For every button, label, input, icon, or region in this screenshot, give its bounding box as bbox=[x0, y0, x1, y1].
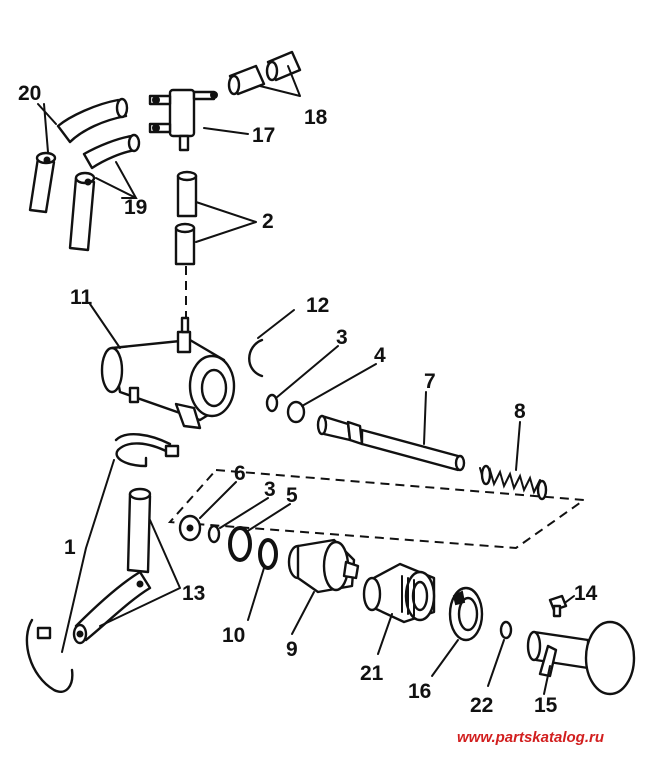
callout-17: 17 bbox=[252, 124, 275, 147]
callout-1: 1 bbox=[64, 536, 76, 559]
part-5-o-ring bbox=[228, 526, 252, 562]
callout-16: 16 bbox=[408, 680, 431, 703]
callout-18: 18 bbox=[304, 106, 328, 129]
callout-10: 10 bbox=[222, 624, 245, 647]
part-13-hoses bbox=[72, 487, 152, 645]
part-16-ring-nut bbox=[448, 586, 484, 642]
assembly-outline bbox=[167, 468, 587, 550]
watermark-text: www.partskatalog.ru bbox=[457, 729, 604, 746]
callout-8: 8 bbox=[514, 400, 526, 423]
callout-21: 21 bbox=[360, 662, 384, 685]
callout-4: 4 bbox=[374, 344, 386, 367]
part-18-hose-pieces bbox=[227, 50, 302, 96]
callout-3-upper: 3 bbox=[336, 326, 348, 349]
part-14-screw bbox=[548, 594, 568, 618]
callout-20: 20 bbox=[18, 82, 41, 105]
callout-6: 6 bbox=[234, 462, 246, 485]
part-3-o-ring-lower bbox=[207, 524, 221, 544]
part-8-spring bbox=[479, 464, 548, 501]
callout-19: 19 bbox=[124, 196, 147, 219]
part-22-o-ring bbox=[499, 620, 513, 640]
leader-lines bbox=[37, 65, 575, 695]
callout-13: 13 bbox=[182, 582, 205, 605]
part-20-hoses bbox=[28, 97, 129, 214]
part-21-threaded-housing bbox=[362, 562, 436, 624]
callout-3-lower: 3 bbox=[264, 478, 276, 501]
part-3-o-ring bbox=[265, 393, 279, 413]
callout-9: 9 bbox=[286, 638, 298, 661]
part-2-hose-segments bbox=[174, 170, 198, 266]
part-19-hoses bbox=[68, 133, 141, 252]
part-1-hose-clamps bbox=[25, 433, 180, 693]
part-11-valve-body bbox=[100, 316, 236, 430]
part-4-o-ring bbox=[286, 400, 306, 424]
callout-14: 14 bbox=[574, 582, 598, 605]
part-6-washer bbox=[178, 514, 202, 542]
callout-5: 5 bbox=[286, 484, 298, 507]
callout-22: 22 bbox=[470, 694, 493, 717]
callout-15: 15 bbox=[534, 694, 558, 717]
part-15-push-button bbox=[526, 620, 636, 696]
part-10-o-ring bbox=[258, 538, 278, 570]
callout-2: 2 bbox=[262, 210, 274, 233]
part-12-clip bbox=[248, 338, 264, 378]
callout-12: 12 bbox=[306, 294, 329, 317]
part-9-nozzle-fitting bbox=[287, 538, 360, 594]
callout-7: 7 bbox=[424, 370, 436, 393]
callout-11: 11 bbox=[70, 286, 93, 309]
part-7-plunger bbox=[316, 414, 466, 472]
part-17-tee-fitting bbox=[148, 88, 218, 152]
